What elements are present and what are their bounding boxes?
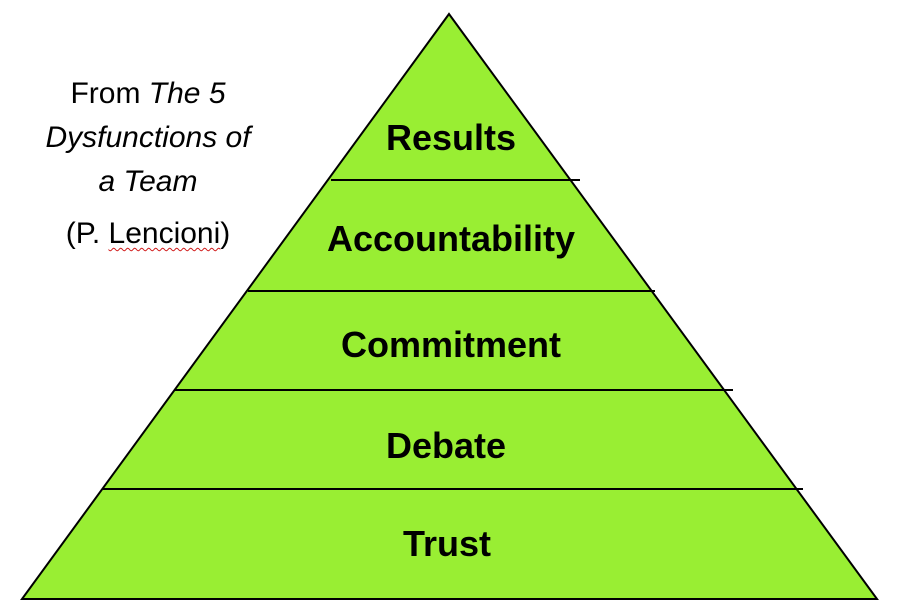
caption-author: (P. Lencioni) — [18, 212, 278, 256]
level-trust-label: Trust — [403, 523, 491, 564]
caption-line-1: From The 5 — [18, 72, 278, 116]
level-commitment-label: Commitment — [341, 324, 561, 365]
pyramid-shape — [20, 12, 879, 600]
caption-author-open: (P. — [65, 217, 109, 250]
caption-title-part2: Dysfunctions of — [45, 121, 251, 154]
caption-author-name: Lencioni — [108, 217, 221, 250]
level-accountability-label: Accountability — [327, 218, 575, 259]
caption-title-part1: The 5 — [148, 77, 226, 110]
caption-prefix: From — [70, 77, 149, 110]
source-caption: From The 5 Dysfunctions of a Team (P. Le… — [18, 72, 278, 256]
level-results-label: Results — [386, 117, 516, 158]
caption-title-part3: a Team — [98, 165, 198, 198]
caption-author-close: ) — [220, 217, 231, 250]
level-debate-label: Debate — [386, 425, 506, 466]
